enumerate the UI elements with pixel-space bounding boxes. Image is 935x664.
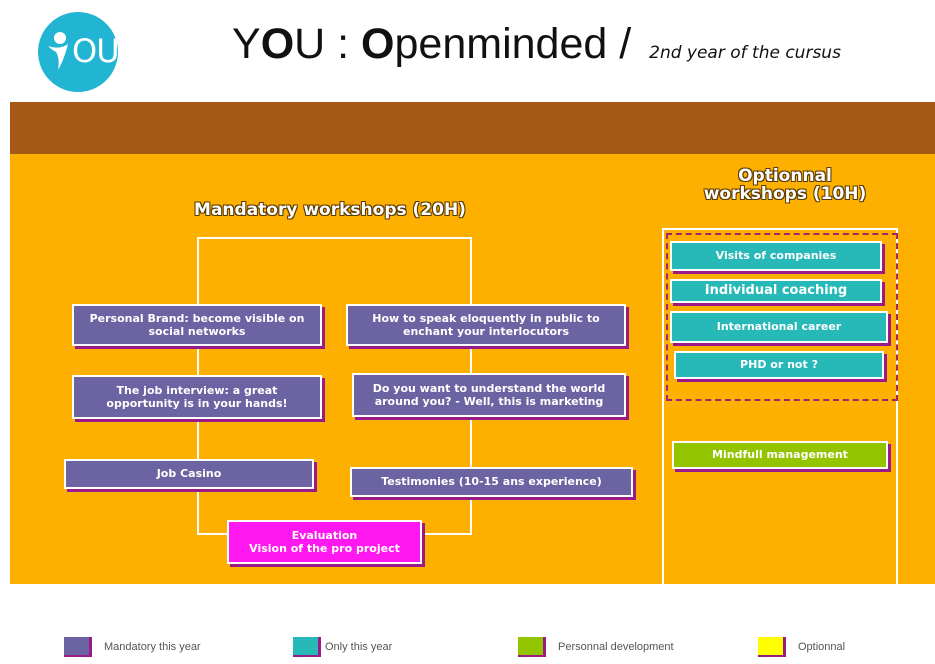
legend-label: Optionnal	[798, 641, 846, 653]
workshop-individual-coaching: Individual coaching	[670, 279, 882, 303]
header-band	[10, 102, 935, 154]
workshop-personal-brand: Personal Brand: become visible on social…	[72, 304, 322, 346]
workshop-company-visits: Visits of companies	[670, 241, 882, 271]
legend-item-personal-development: Personnal development	[518, 637, 674, 657]
workshop-public-speaking: How to speak eloquently in public to enc…	[346, 304, 626, 346]
workshop-job-casino: Job Casino	[64, 459, 314, 489]
optional-frame	[662, 228, 898, 608]
logo-text: OU	[72, 32, 120, 70]
workshop-mindfull-management: Mindfull management	[672, 441, 888, 469]
optional-dashed-group	[666, 233, 898, 401]
title-segment: penminded /	[394, 20, 644, 68]
legend-item-mandatory: Mandatory this year	[64, 637, 201, 657]
mandatory-title: Mandatory workshops (20H)	[194, 200, 466, 220]
optional-title-line: Optionnal	[738, 166, 832, 186]
legend-item-optional: Optionnal	[758, 637, 845, 657]
page-subtitle: 2nd year of the cursus	[649, 43, 841, 63]
person-icon	[48, 32, 68, 70]
workshop-phd: PHD or not ?	[674, 351, 884, 379]
legend-label: Personnal development	[558, 641, 674, 653]
workshop-marketing: Do you want to understand the world arou…	[352, 373, 626, 417]
title-segment: Y	[232, 20, 261, 68]
optional-title-line: workshops (10H)	[703, 183, 867, 204]
title-segment: O	[361, 20, 395, 68]
workshop-job-interview: The job interview: a great opportunity i…	[72, 375, 322, 419]
legend-swatch	[758, 637, 786, 657]
title-segment: U :	[294, 20, 362, 68]
legend-swatch	[518, 637, 546, 657]
workshop-evaluation: Evaluation Vision of the pro project	[227, 520, 422, 564]
title-segment: O	[260, 20, 295, 68]
optional-title: Optionnal workshops (10H)	[672, 166, 898, 204]
page-title: YOU : Openminded / 2nd year of the cursu…	[232, 20, 841, 69]
workshop-testimonies: Testimonies (10-15 ans experience)	[350, 467, 633, 497]
workshop-international-career: International career	[670, 311, 888, 343]
legend-swatch	[64, 637, 92, 657]
legend-label: Mandatory this year	[104, 641, 201, 653]
legend-label: Only this year	[325, 641, 393, 653]
logo: OU	[38, 12, 120, 92]
legend-swatch	[293, 637, 321, 657]
legend-item-only-this-year: Only this year	[293, 637, 392, 657]
